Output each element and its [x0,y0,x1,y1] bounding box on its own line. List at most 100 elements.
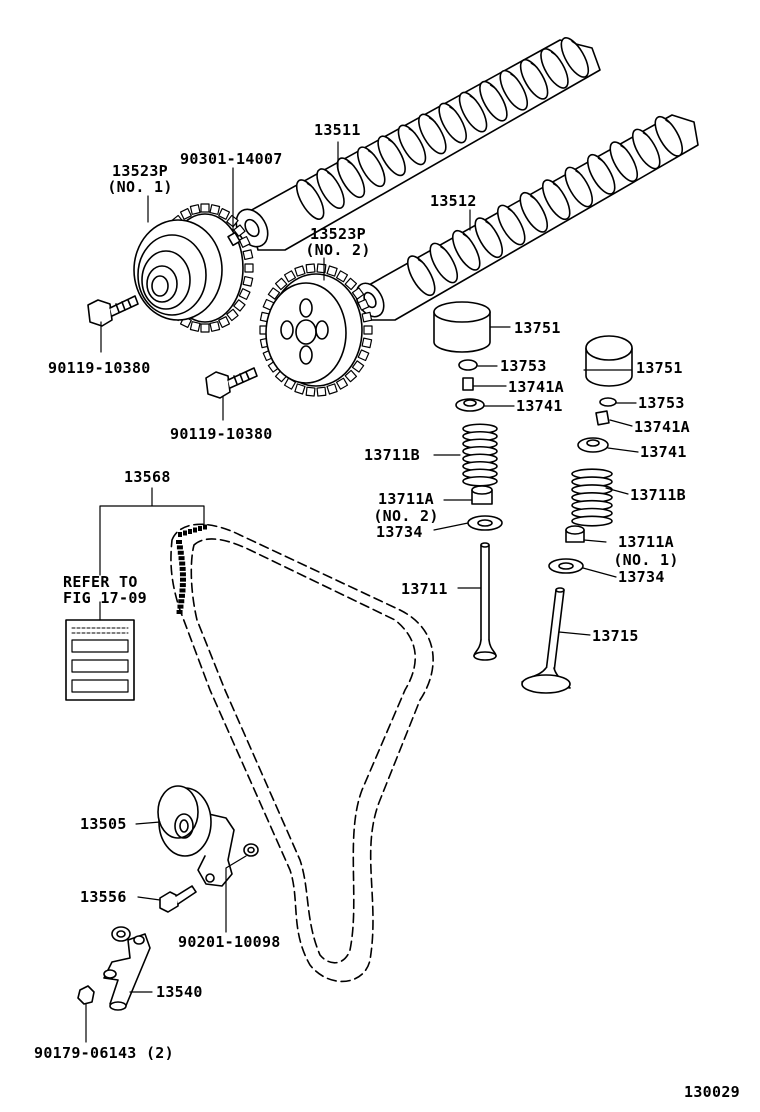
gear-tooth [179,208,192,220]
gear-tooth [218,316,231,328]
idler-pulley [157,785,259,887]
gear-tooth [326,265,338,277]
gear-tooth [189,321,201,332]
belt-tooth [179,561,186,566]
cam-lobe [316,168,345,209]
belt-tooth [178,532,182,537]
cam-lobe [377,135,406,177]
label-camshaft-intake: 13512 [430,192,477,210]
label-valve-intake: 13711 [401,580,448,598]
label-seal-no1-note: (NO. 1) [613,551,679,569]
valve-train-right [521,335,633,694]
cam-lobe [564,166,594,208]
diagram-id: 130029 [684,1083,740,1101]
cam-lobe [429,242,459,284]
label-spring-right: 13711B [630,486,686,504]
gear-tooth [316,386,327,397]
belt-tooth [177,550,184,555]
gear-tooth [242,275,254,287]
cam-lobe [654,115,684,157]
label-bolt-a: 90119-10380 [48,359,151,377]
bolt-b [205,367,258,399]
gear-tooth [233,299,246,312]
cam-lobe [295,179,325,220]
belt-tooth [178,593,185,598]
label-sprocket-no1: 13523P [112,162,168,180]
gear-tooth [267,287,281,300]
gear-tooth [344,277,358,291]
bolt-a [87,295,139,327]
label-keeper-left: 13741A [508,378,564,396]
sprocket-no2 [259,263,373,397]
gear-tooth [326,383,338,395]
gear-tooth [305,263,316,274]
belt-tooth [176,610,183,614]
gear-tooth [294,265,306,277]
pulley-bolt [159,885,197,913]
belt-tooth [193,527,197,533]
camshaft-intake [355,114,699,321]
belt-tooth [179,566,186,571]
timing-belt [170,523,434,983]
label-shim-right: 13753 [638,394,685,412]
label-valve-exhaust: 13715 [592,627,639,645]
label-retainer-left: 13741 [516,397,563,415]
belt-tooth [179,588,186,593]
label-spring-left: 13711B [364,446,420,464]
refer-note-line2: FIG 17-09 [63,589,147,607]
gear-tooth [189,204,201,215]
label-seat-left: 13734 [376,523,423,541]
gear-tooth [226,308,239,322]
cam-lobe [336,157,366,199]
sprocket-no1 [133,203,254,333]
label-camshaft-exhaust: 13511 [314,121,361,139]
belt-tooth [198,526,202,531]
cam-lobe [519,58,549,100]
gear-tooth [200,203,210,213]
label-tensioner: 13540 [156,983,203,1001]
label-idler-pulley: 13505 [80,815,127,833]
gear-tooth [209,204,221,215]
label-nut: 90179-06143 (2) [34,1044,174,1062]
gear-tooth [283,270,297,283]
belt-tooth [176,545,183,550]
gear-tooth [363,325,373,335]
belt-tooth [178,556,185,561]
gear-tooth [351,287,365,300]
gear-tooth [244,263,254,273]
gear-tooth [357,349,370,362]
label-washer: 90201-10098 [178,933,281,951]
belt-tooth [179,577,186,582]
cam-lobe [458,91,488,133]
label-pin: 90301-14007 [180,150,283,168]
cam-lobe [418,113,447,155]
label-seat-right: 13734 [618,568,665,586]
label-bolt-b: 90119-10380 [170,425,273,443]
gear-tooth [242,249,254,261]
cam-lobe [406,255,436,297]
label-pulley-bolt: 13556 [80,888,127,906]
gear-tooth [209,321,221,332]
belt-tooth [203,524,207,530]
label-shim-left: 13753 [500,357,547,375]
cam-lobe [499,69,529,111]
gear-tooth [218,208,231,220]
label-seal-no2-note: (NO. 2) [373,507,439,525]
cam-lobe [356,146,386,188]
belt-tooth [183,530,187,536]
cam-lobe [586,153,616,195]
cam-lobe [631,128,661,170]
belt-tooth [188,529,192,534]
gear-tooth [335,270,349,283]
tensioner [77,926,151,1011]
gear-tooth [344,369,358,383]
label-retainer-right: 13741 [640,443,687,461]
leader-lines [85,141,639,1043]
belt-teeth [176,524,207,614]
label-keeper-right: 13741A [634,418,690,436]
belt-tooth [177,604,184,609]
gear-tooth [200,323,210,333]
gear-tooth [361,337,373,349]
